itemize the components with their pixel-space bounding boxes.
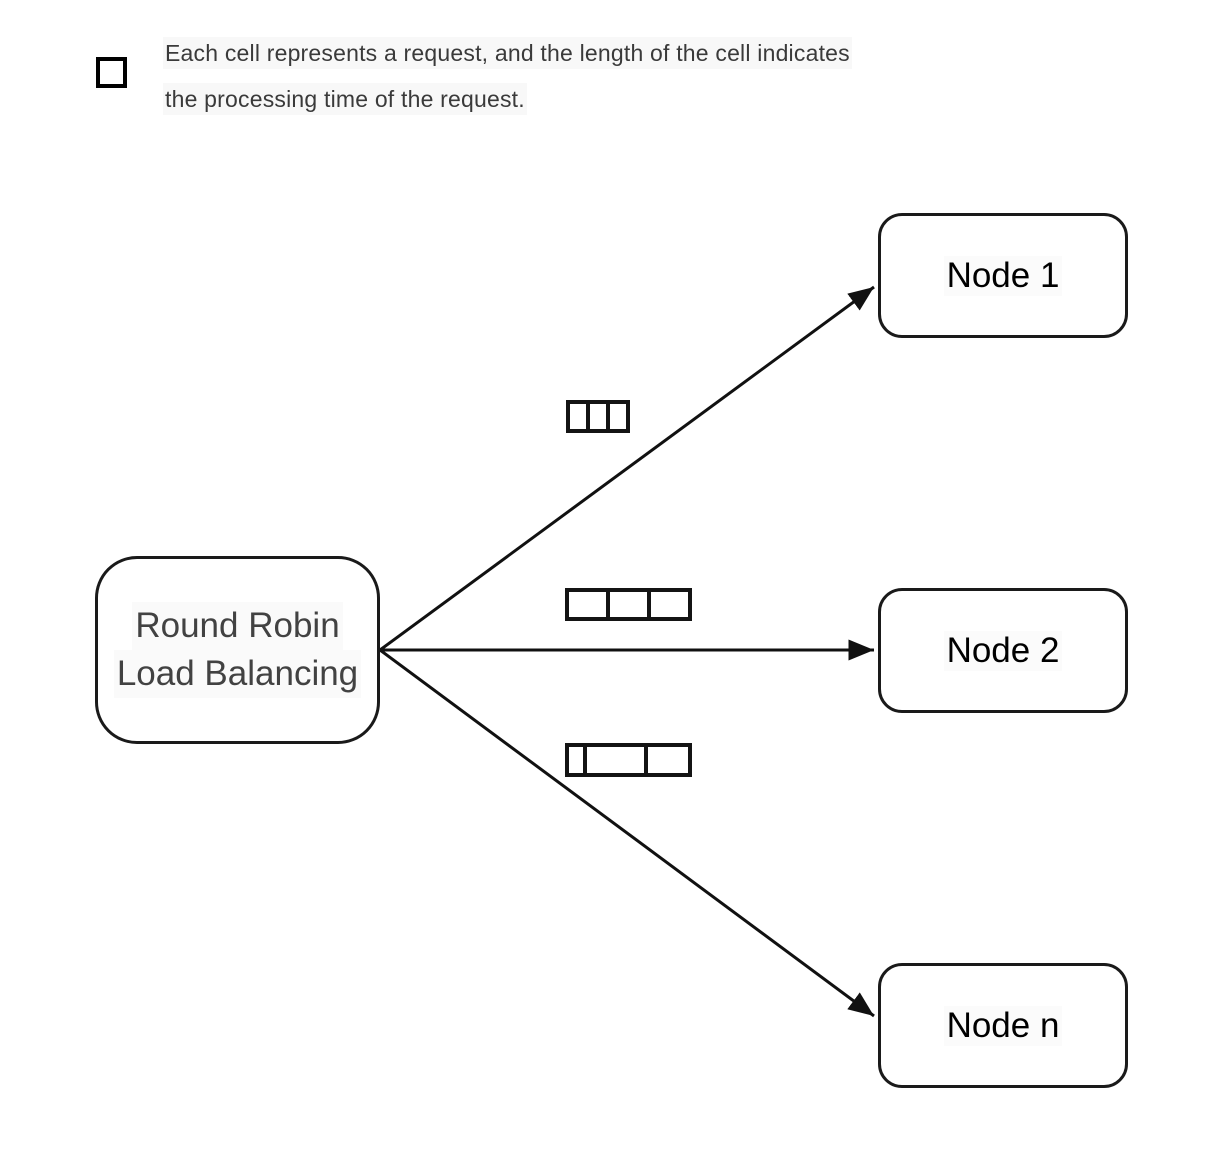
request-cell xyxy=(610,404,626,429)
arrow-to-node-1 xyxy=(379,285,875,652)
node-1-label: Node 1 xyxy=(943,255,1063,296)
node-1-box: Node 1 xyxy=(878,213,1128,338)
node-n-label: Node n xyxy=(943,1005,1063,1046)
legend-caption-line-2: the processing time of the request. xyxy=(163,76,852,122)
request-cell xyxy=(648,747,688,773)
load-balancer-box: Round Robin Load Balancing xyxy=(95,556,380,744)
arrow-to-node-n xyxy=(379,648,875,1018)
load-balancer-label-line-1: Round Robin xyxy=(132,602,343,650)
node-2-box: Node 2 xyxy=(878,588,1128,713)
request-cells-node-n xyxy=(565,743,692,777)
request-cell xyxy=(590,404,610,429)
request-cell xyxy=(569,592,610,617)
request-cell xyxy=(609,592,652,617)
node-2-label: Node 2 xyxy=(943,630,1063,671)
legend-caption: Each cell represents a request, and the … xyxy=(163,30,852,122)
request-cell xyxy=(651,592,688,617)
request-cell xyxy=(570,404,590,429)
load-balancer-label-line-2: Load Balancing xyxy=(113,650,362,698)
request-cells-node-1 xyxy=(566,400,630,433)
node-n-box: Node n xyxy=(878,963,1128,1088)
legend-caption-line-1: Each cell represents a request, and the … xyxy=(163,30,852,76)
request-cell xyxy=(586,747,649,773)
request-cell xyxy=(569,747,587,773)
request-cells-node-2 xyxy=(565,588,692,621)
cell-square-icon xyxy=(96,57,127,88)
